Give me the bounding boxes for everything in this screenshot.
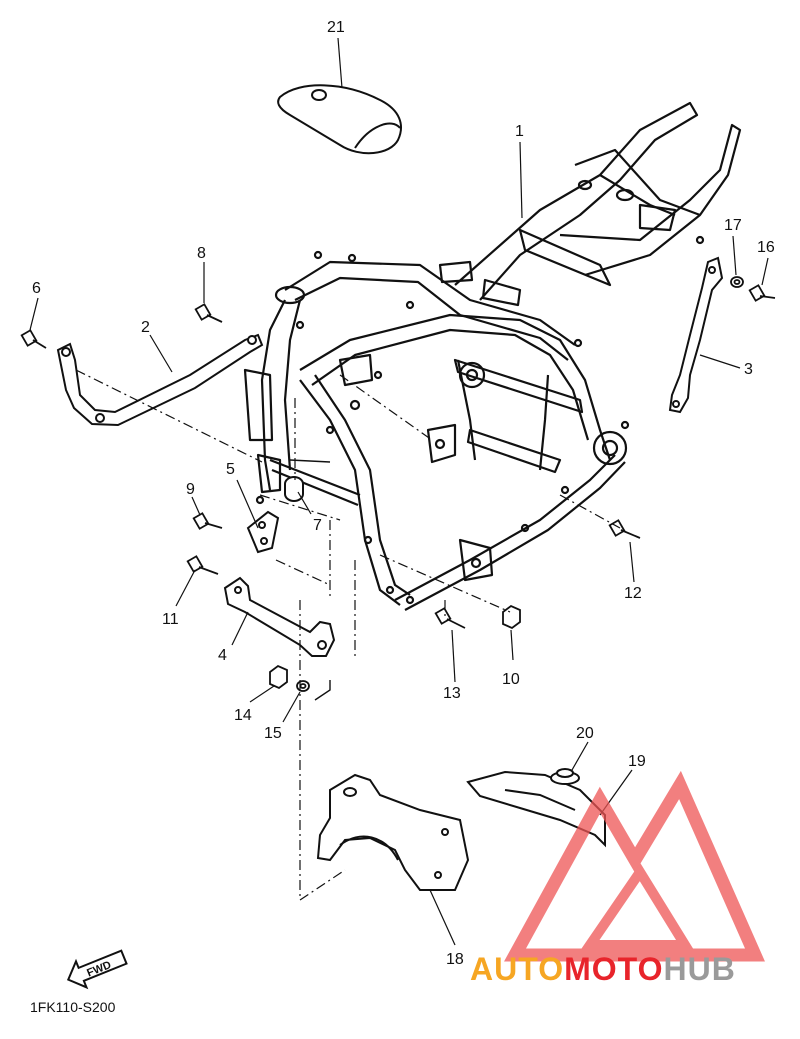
part-8-bolt <box>194 303 223 323</box>
watermark-part-3: HUB <box>663 951 735 987</box>
callout-16: 16 <box>757 239 775 256</box>
part-7-collar <box>284 476 304 502</box>
part-6-bolt <box>20 329 47 349</box>
leader-lines <box>29 37 769 946</box>
watermark-part-2: MOTO <box>564 951 663 987</box>
part-18-cover <box>316 773 470 891</box>
callout-6: 6 <box>32 280 41 297</box>
part-2-bracket <box>56 333 264 427</box>
bracket-lines <box>289 459 331 701</box>
callout-5: 5 <box>226 461 235 478</box>
callout-12: 12 <box>624 585 642 602</box>
forward-arrow: FWD <box>66 949 128 990</box>
callout-14: 14 <box>234 707 252 724</box>
watermark-logo-icon <box>504 770 765 962</box>
callout-9: 9 <box>186 481 195 498</box>
watermark-part-1: AUTO <box>470 951 564 987</box>
part-16-bolt <box>748 284 776 302</box>
part-19-plate <box>466 770 606 848</box>
callout-8: 8 <box>197 245 206 262</box>
callout-18: 18 <box>446 951 464 968</box>
fwd-arrow-icon <box>66 949 128 990</box>
callout-19: 19 <box>628 753 646 770</box>
part-13-bolt <box>434 607 466 629</box>
part-1-main-frame <box>243 101 742 611</box>
part-9-bolt <box>192 512 223 530</box>
part-12-bolt <box>608 519 641 539</box>
callout-10: 10 <box>502 671 520 688</box>
part-3-strut <box>668 256 724 414</box>
bolts <box>20 276 776 692</box>
diagram-code: 1FK110-S200 <box>30 999 116 1015</box>
assembly-lines <box>75 369 621 901</box>
callout-labels: 1 2 3 4 5 6 7 8 9 10 11 12 13 14 15 16 1… <box>32 19 775 968</box>
callout-17: 17 <box>724 217 742 234</box>
part-17-washer <box>730 276 744 288</box>
watermark-text: AUTOMOTOHUB <box>470 951 736 987</box>
watermark: AUTOMOTOHUB <box>470 770 765 987</box>
callout-20: 20 <box>576 725 594 742</box>
callout-3: 3 <box>744 361 753 378</box>
callout-2: 2 <box>141 319 150 336</box>
part-11-bolt <box>186 555 219 575</box>
callout-13: 13 <box>443 685 461 702</box>
callout-7: 7 <box>313 517 322 534</box>
part-5-plate <box>246 510 280 554</box>
callout-4: 4 <box>218 647 227 664</box>
part-15-washer <box>296 680 310 692</box>
fwd-label: FWD <box>85 959 113 980</box>
part-14-nut <box>269 664 288 690</box>
callout-21: 21 <box>327 19 345 36</box>
part-10-nut <box>502 604 521 630</box>
part-21-cover <box>277 84 402 155</box>
part-4-lower-bracket <box>223 576 336 657</box>
callout-1: 1 <box>515 123 524 140</box>
callout-11: 11 <box>162 611 179 628</box>
part-20-grommet <box>550 768 580 785</box>
callout-15: 15 <box>264 725 282 742</box>
